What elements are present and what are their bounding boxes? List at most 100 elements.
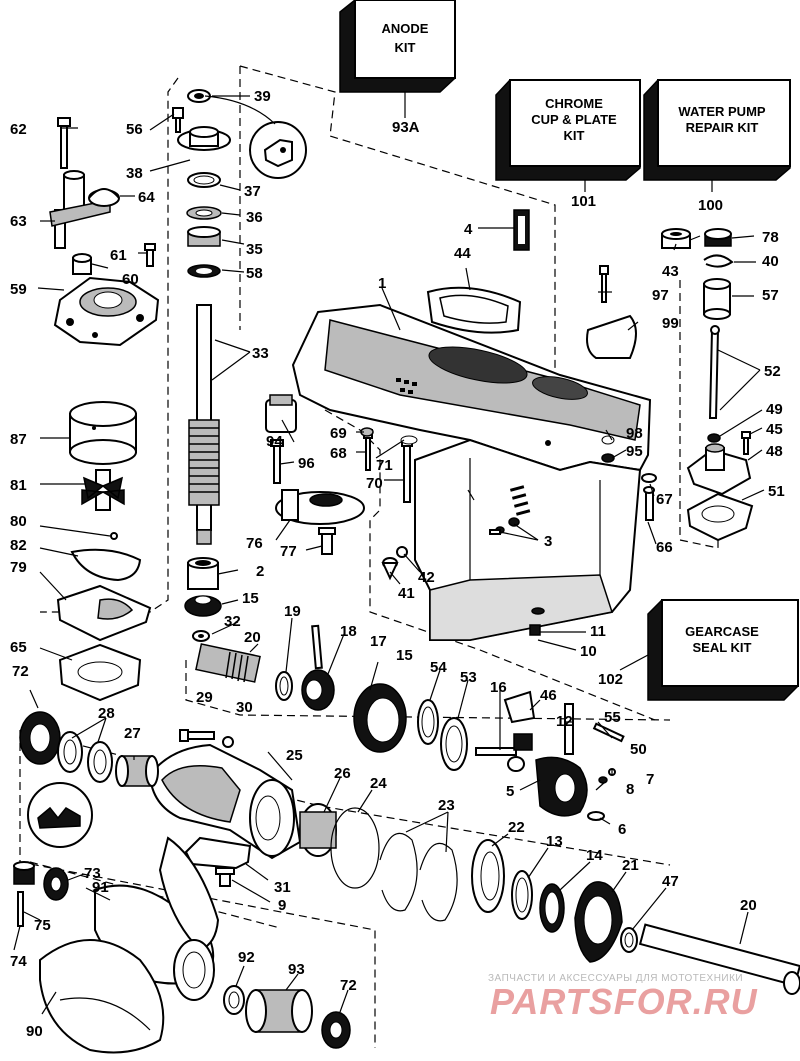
propshaft-clutch-assembly[interactable]	[195, 624, 625, 821]
callout-numbers: 1 2 3 4 5 6 7 8 9 10 11 12 13 14 15 15 1…	[10, 88, 785, 1040]
callout-label: 67	[656, 491, 673, 508]
watermark: ЗАПЧАСТИ И АКСЕССУАРЫ ДЛЯ МОТОТЕХНИКИ PA…	[488, 973, 758, 1022]
kit-label-line: ANODE	[382, 21, 429, 36]
kit-ref-chrome: 101	[571, 193, 596, 210]
callout-label: 40	[762, 253, 779, 270]
callout-label: 4	[464, 221, 473, 238]
callout-label: 51	[768, 483, 785, 500]
callout-label: 7	[646, 771, 654, 788]
callout-label: 41	[398, 585, 415, 602]
callout-label: 10	[580, 643, 597, 660]
callout-label: 65	[10, 639, 27, 656]
callout-label: 64	[138, 189, 155, 206]
callout-label: 15	[242, 590, 259, 607]
callout-label: 80	[10, 513, 27, 530]
callout-label: 36	[246, 209, 263, 226]
callout-label: 96	[298, 455, 315, 472]
kit-ref-water-pump: 100	[698, 197, 723, 214]
callout-label: 54	[430, 659, 447, 676]
kit-label-line: REPAIR KIT	[686, 120, 759, 135]
bearing-carrier-assembly[interactable]	[148, 729, 800, 995]
callout-label: 94	[266, 433, 283, 450]
pump-impeller-parts[interactable]	[56, 401, 152, 702]
callout-label: 22	[508, 819, 525, 836]
driveshaft-stack[interactable]	[177, 89, 231, 642]
callout-label: 19	[284, 603, 301, 620]
callout-label: 63	[10, 213, 27, 230]
callout-label: 55	[604, 709, 621, 726]
kit-label-line: SEAL KIT	[693, 640, 752, 655]
propeller-assembly[interactable]	[13, 836, 351, 1054]
callout-label: 3	[544, 533, 552, 550]
callout-label: 39	[254, 88, 271, 105]
water-pump-housing[interactable]	[53, 243, 160, 347]
callout-label: 2	[256, 563, 264, 580]
callout-label: 42	[418, 569, 435, 586]
callout-label: 91	[92, 879, 109, 896]
callout-label: 53	[460, 669, 477, 686]
callout-label: 68	[330, 445, 347, 462]
callout-label: 8	[626, 781, 634, 798]
kit-label-line: CUP & PLATE	[531, 112, 617, 127]
callout-label: 97	[652, 287, 669, 304]
right-side-parts[interactable]	[601, 228, 754, 542]
left-seal-parts[interactable]	[19, 711, 159, 848]
kit-ref-anode: 93A	[392, 119, 420, 136]
kit-box-anode[interactable]: ANODE KIT	[339, 0, 456, 93]
callout-label: 76	[246, 535, 263, 552]
kit-label-line: WATER PUMP	[678, 104, 765, 119]
callout-label: 24	[370, 775, 387, 792]
callout-label: 92	[238, 949, 255, 966]
callout-label: 33	[252, 345, 269, 362]
kit-box-chrome-cup-plate[interactable]: CHROME CUP & PLATE KIT	[495, 79, 641, 181]
watermark-brand: PARTSFOR.RU	[490, 981, 758, 1022]
callout-label: 81	[10, 477, 27, 494]
callout-label: 26	[334, 765, 351, 782]
callout-label: 98	[626, 425, 643, 442]
kit-label-line: CHROME	[545, 96, 603, 111]
kit-label-line: KIT	[395, 40, 416, 55]
callout-label: 72	[12, 663, 29, 680]
kit-box-gearcase-seal[interactable]: GEARCASE SEAL KIT	[647, 599, 799, 701]
callout-label: 57	[762, 287, 779, 304]
callout-label: 93	[288, 961, 305, 978]
callout-label: 43	[662, 263, 679, 280]
callout-label: 71	[376, 457, 393, 474]
callout-label: 48	[766, 443, 783, 460]
callout-label: 56	[126, 121, 143, 138]
callout-label: 37	[244, 183, 261, 200]
callout-label: 70	[366, 475, 383, 492]
callout-label: 66	[656, 539, 673, 556]
gearcase-housing[interactable]	[291, 303, 652, 641]
callout-label: 27	[124, 725, 141, 742]
kit-label-line: GEARCASE	[685, 624, 759, 639]
leader-lines	[13, 23, 765, 1015]
callout-label: 20	[740, 897, 757, 914]
callout-label: 47	[662, 873, 679, 890]
callout-label: 29	[196, 689, 213, 706]
left-top-parts[interactable]	[49, 107, 184, 249]
callout-label: 14	[586, 847, 603, 864]
callout-label: 23	[438, 797, 455, 814]
callout-label: 16	[490, 679, 507, 696]
callout-label: 18	[340, 623, 357, 640]
callout-label: 13	[546, 833, 563, 850]
kit-label-line: KIT	[564, 128, 585, 143]
callout-label: 20	[244, 629, 261, 646]
callout-label: 6	[618, 821, 626, 838]
callout-label: 25	[286, 747, 303, 764]
callout-label: 21	[622, 857, 639, 874]
housing-top-parts[interactable]	[265, 209, 637, 555]
small-fasteners[interactable]	[381, 517, 545, 636]
callout-label: 87	[10, 431, 27, 448]
callout-label: 72	[340, 977, 357, 994]
kit-box-water-pump[interactable]: WATER PUMP REPAIR KIT	[643, 79, 791, 181]
callout-label: 52	[764, 363, 781, 380]
callout-label: 5	[506, 783, 514, 800]
callout-label: 1	[378, 275, 386, 292]
callout-label: 59	[10, 281, 27, 298]
callout-label: 95	[626, 443, 643, 460]
callout-label: 45	[766, 421, 783, 438]
callout-label: 44	[454, 245, 471, 262]
